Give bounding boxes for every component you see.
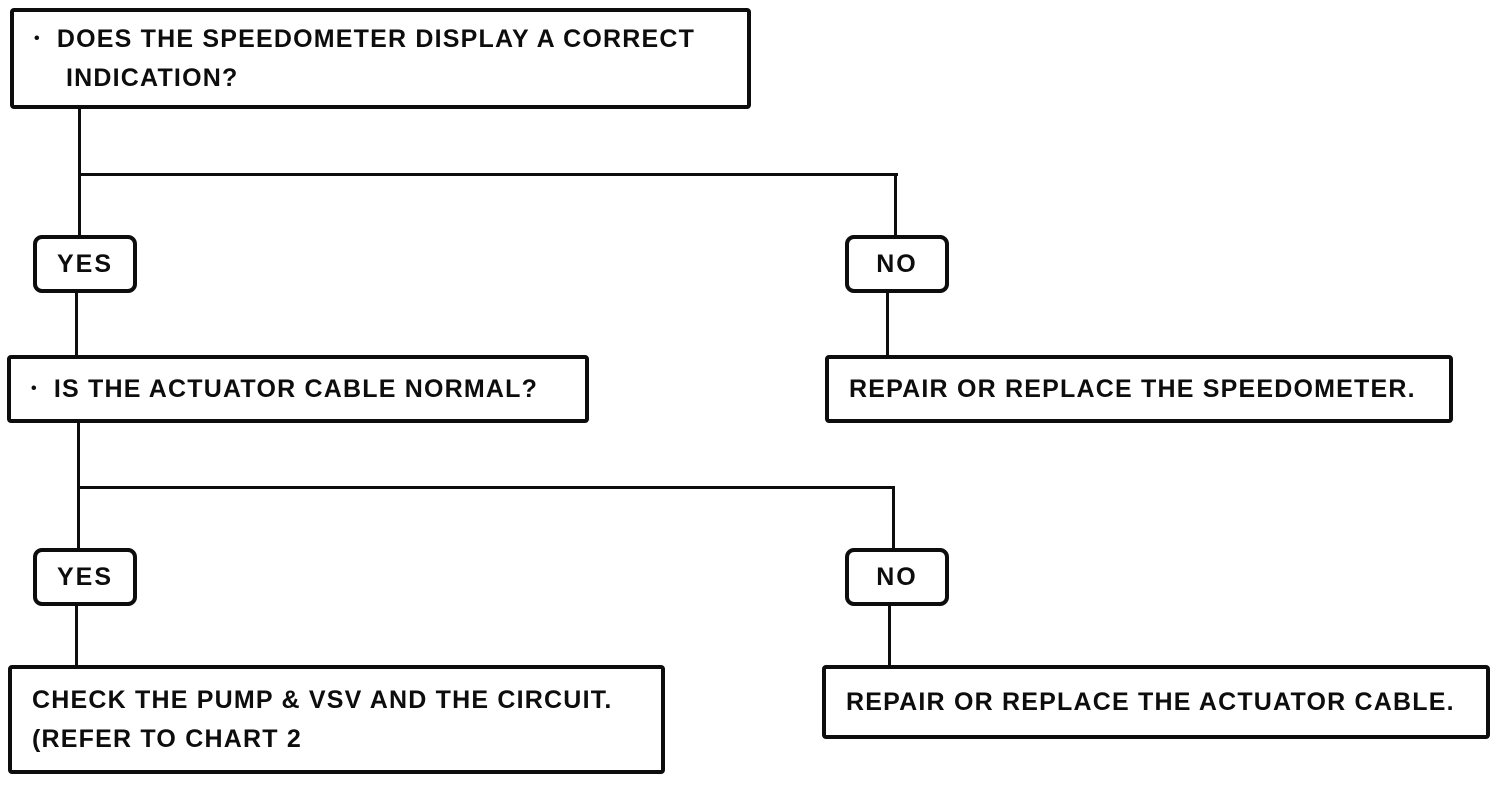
connector-q2-to-branch2-left (77, 421, 80, 550)
no-box-1: NO (845, 235, 949, 293)
action-box-repair-actuator-cable: REPAIR OR REPLACE THE ACTUATOR CABLE. (822, 665, 1490, 739)
bullet-icon: • (34, 29, 41, 47)
action-text: REPAIR OR REPLACE THE SPEEDOMETER. (849, 374, 1416, 403)
action-text: REPAIR OR REPLACE THE ACTUATOR CABLE. (846, 687, 1455, 716)
decision-text-line1: DOES THE SPEEDOMETER DISPLAY A CORRECT (56, 24, 696, 53)
action-box-check-pump-vsv: CHECK THE PUMP & VSV AND THE CIRCUIT. (R… (8, 665, 665, 774)
connector-branch2-horizontal (77, 486, 895, 489)
connector-yes2-to-check-pump (75, 604, 78, 667)
decision-box-speedometer-indication: • DOES THE SPEEDOMETER DISPLAY A CORRECT… (10, 8, 751, 109)
connector-branch1-right (894, 173, 897, 237)
action-text-line1: CHECK THE PUMP & VSV AND THE CIRCUIT. (32, 685, 613, 714)
decision-box-actuator-cable: • IS THE ACTUATOR CABLE NORMAL? (7, 355, 589, 423)
connector-branch2-right (892, 486, 895, 550)
connector-q1-to-branch1-left (78, 108, 81, 237)
decision-text-line2: INDICATION? (66, 63, 239, 92)
connector-yes1-to-q2 (75, 291, 78, 357)
connector-no2-to-repair-cable (888, 604, 891, 667)
no-label-2: NO (876, 562, 918, 591)
no-box-2: NO (845, 548, 949, 606)
yes-box-1: YES (33, 235, 137, 293)
bullet-icon: • (31, 379, 38, 397)
action-text-line2: (REFER TO CHART 2 (32, 724, 302, 753)
no-label-1: NO (876, 249, 918, 278)
yes-label-2: YES (56, 562, 114, 591)
connector-branch1-horizontal (78, 173, 898, 176)
yes-label-1: YES (56, 249, 114, 278)
connector-no1-to-repair-speedometer (886, 291, 889, 357)
yes-box-2: YES (33, 548, 137, 606)
decision-text: IS THE ACTUATOR CABLE NORMAL? (53, 374, 539, 403)
action-box-repair-speedometer: REPAIR OR REPLACE THE SPEEDOMETER. (825, 355, 1453, 423)
